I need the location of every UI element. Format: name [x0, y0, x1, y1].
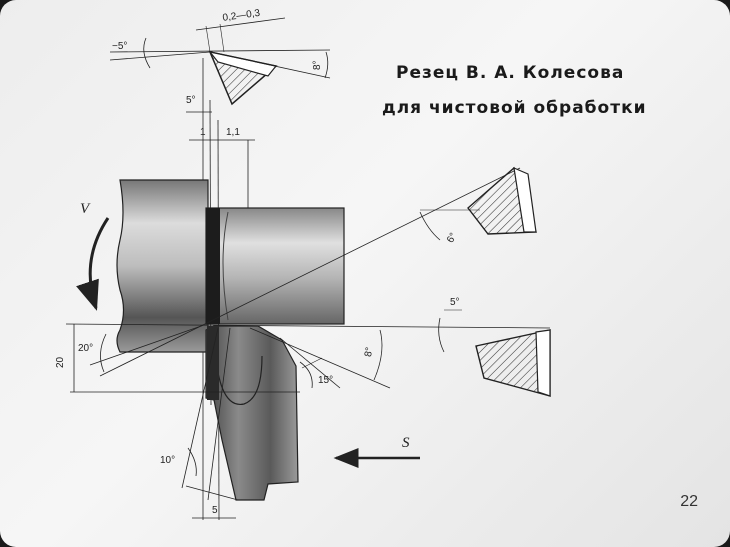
- angle-5-top-label: 5°: [186, 95, 196, 106]
- drawing-title-line-2: для чистовой обработки: [382, 98, 647, 118]
- top-section-view: [109, 17, 331, 106]
- right-upper-section-view: [419, 166, 537, 241]
- angle-10-label: 10°: [160, 455, 176, 466]
- feed-label: S: [402, 435, 410, 451]
- rotation-arrow: [76, 217, 110, 311]
- angle-15-label: 15°: [318, 375, 334, 386]
- dim-1-label: 1: [200, 127, 206, 138]
- angle-5-right-label: 5°: [450, 297, 460, 308]
- angle-neg5-label: −5°: [112, 41, 128, 52]
- dim-5-label: 5: [212, 505, 218, 516]
- angle-8-right-label: 8°: [363, 346, 376, 358]
- construction-lines: [65, 167, 551, 519]
- drawing-title-line-1: Резец В. А. Колесова: [396, 63, 625, 83]
- angle-20-label: 20°: [78, 343, 94, 354]
- workpiece-shaft: [116, 179, 345, 353]
- right-lower-section-view: [438, 309, 551, 397]
- cutting-tool: [205, 325, 299, 501]
- angle-8-top-label: 8°: [312, 60, 323, 70]
- page-number: 22: [680, 493, 698, 510]
- speed-label: V: [80, 201, 90, 217]
- dim-1-1-label: 1,1: [226, 127, 240, 138]
- dim-20-label: 20: [55, 356, 66, 368]
